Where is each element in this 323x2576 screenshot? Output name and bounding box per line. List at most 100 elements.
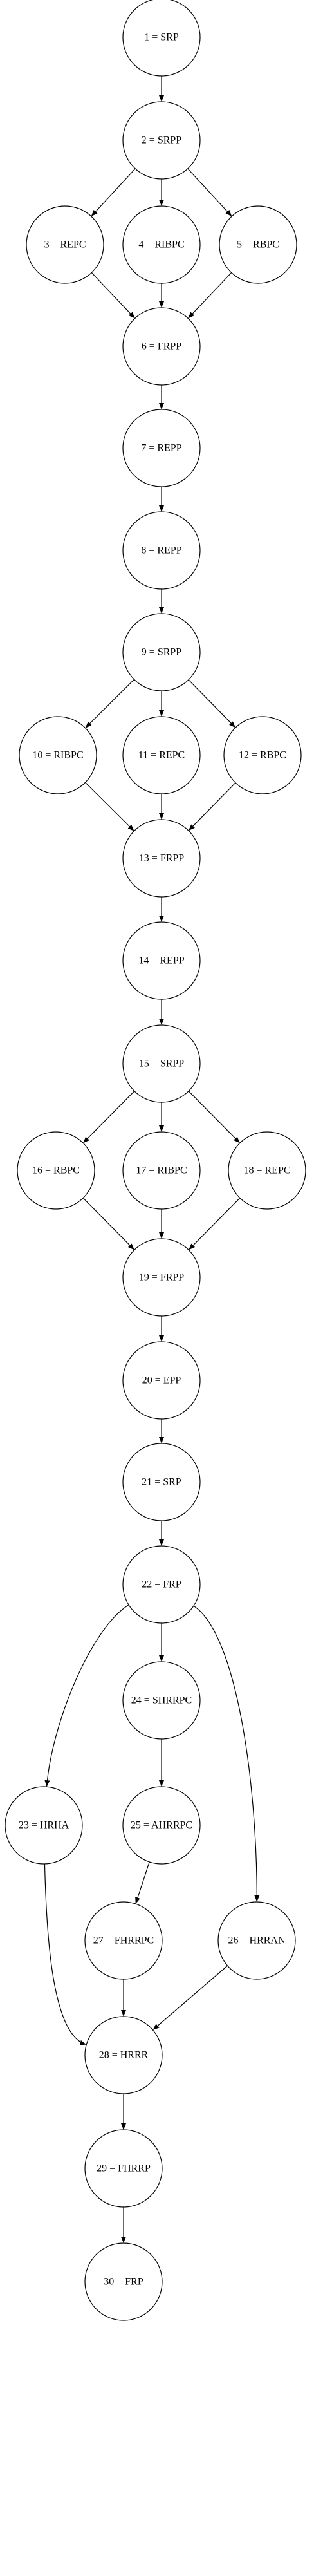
node-10: 10 = RIBPC (19, 716, 97, 794)
node-label: 15 = SRPP (139, 1058, 184, 1069)
node-circle (19, 716, 97, 794)
node-6: 6 = FRPP (122, 307, 201, 386)
node-label: 18 = REPC (243, 1165, 290, 1176)
node-label: 11 = REPC (138, 750, 185, 761)
node-circle (122, 1786, 201, 1865)
node-label: 26 = HRRAN (228, 1935, 285, 1946)
edge-2-to-5 (187, 168, 232, 216)
node-label: 24 = SHRRPC (131, 1695, 192, 1706)
node-label: 8 = REPP (141, 545, 181, 556)
edge-16-to-19 (82, 1198, 134, 1250)
edge-25-to-27 (135, 1861, 150, 1904)
node-7: 7 = REPP (122, 409, 201, 487)
node-circle (17, 1131, 95, 1210)
node-circle (122, 1443, 201, 1521)
node-circle (122, 0, 201, 77)
node-25: 25 = AHRRPC (122, 1786, 201, 1865)
node-circle (228, 1131, 306, 1210)
node-8: 8 = REPP (122, 511, 201, 590)
edge-22-to-26 (193, 1605, 260, 1902)
node-13: 13 = FRPP (122, 819, 201, 898)
node-27: 27 = FHRRPC (84, 1901, 163, 1980)
edge-26-to-28 (152, 1965, 228, 2030)
node-16: 16 = RBPC (17, 1131, 95, 1210)
node-circle (84, 2242, 163, 2321)
node-label: 6 = FRPP (142, 341, 181, 352)
node-label: 16 = RBPC (32, 1165, 80, 1176)
node-label: 5 = RBPC (237, 240, 279, 250)
node-19: 19 = FRPP (122, 1238, 201, 1317)
node-2: 2 = SRPP (122, 101, 201, 180)
edge-9-to-12 (188, 679, 235, 728)
node-label: 29 = FHRRP (97, 2163, 151, 2174)
node-15: 15 = SRPP (122, 1024, 201, 1103)
node-label: 13 = FRPP (139, 853, 184, 864)
node-circle (84, 2129, 163, 2208)
node-circle (219, 205, 297, 284)
node-3: 3 = REPC (26, 205, 104, 284)
node-circle (122, 409, 201, 487)
node-circle (122, 101, 201, 180)
node-label: 22 = FRP (142, 1579, 181, 1590)
node-label: 1 = SRP (144, 32, 179, 43)
node-circle (5, 1786, 83, 1865)
node-label: 20 = EPP (142, 1375, 181, 1386)
node-circle (122, 205, 201, 284)
nodes-layer: 1 = SRP 2 = SRPP 3 = REPC 4 = RIBPC 5 = RBPC… (5, 0, 306, 2321)
edge-12-to-13 (189, 782, 236, 831)
edge-22-to-23 (44, 1604, 129, 1787)
node-circle (122, 716, 201, 794)
node-circle (122, 819, 201, 898)
node-22: 22 = FRP (122, 1545, 201, 1624)
edge-15-to-18 (188, 1091, 240, 1143)
node-circle (26, 205, 104, 284)
node-label: 3 = REPC (44, 240, 86, 250)
node-label: 21 = SRP (142, 1477, 181, 1488)
node-label: 17 = RIBPC (136, 1165, 187, 1176)
node-label: 4 = RIBPC (138, 240, 184, 250)
node-20: 20 = EPP (122, 1341, 201, 1420)
node-circle (122, 1661, 201, 1740)
node-circle (122, 511, 201, 590)
node-circle (223, 716, 302, 794)
node-circle (122, 1545, 201, 1624)
edge-10-to-13 (85, 782, 134, 831)
edge-9-to-10 (85, 679, 134, 728)
node-label: 14 = REPP (138, 955, 184, 966)
node-17: 17 = RIBPC (122, 1131, 201, 1210)
node-28: 28 = HRRR (84, 2016, 163, 2094)
node-label: 9 = SRPP (142, 647, 181, 658)
edge-23-to-28 (44, 1863, 87, 2045)
node-circle (122, 307, 201, 386)
node-label: 2 = SRPP (142, 135, 181, 146)
node-label: 27 = FHRRPC (93, 1935, 154, 1946)
edge-5-to-6 (188, 272, 232, 319)
node-circle (122, 613, 201, 691)
node-label: 28 = HRRR (99, 2050, 149, 2061)
node-label: 23 = HRHA (19, 1820, 69, 1831)
edge-3-to-6 (91, 272, 135, 319)
node-label: 19 = FRPP (139, 1272, 184, 1283)
node-26: 26 = HRRAN (217, 1901, 296, 1980)
node-30: 30 = FRP (84, 2242, 163, 2321)
edge-2-to-3 (91, 168, 136, 216)
node-5: 5 = RBPC (219, 205, 297, 284)
node-9: 9 = SRPP (122, 613, 201, 691)
node-14: 14 = REPP (122, 921, 201, 1000)
node-circle (122, 921, 201, 1000)
edge-18-to-19 (189, 1198, 241, 1250)
node-circle (84, 2016, 163, 2094)
node-29: 29 = FHRRP (84, 2129, 163, 2208)
node-circle (217, 1901, 296, 1980)
node-circle (122, 1131, 201, 1210)
node-label: 25 = AHRRPC (131, 1820, 192, 1831)
node-circle (122, 1341, 201, 1420)
node-4: 4 = RIBPC (122, 205, 201, 284)
node-circle (122, 1024, 201, 1103)
node-circle (84, 1901, 163, 1980)
node-11: 11 = REPC (122, 716, 201, 794)
node-circle (122, 1238, 201, 1317)
node-1: 1 = SRP (122, 0, 201, 77)
node-21: 21 = SRP (122, 1443, 201, 1521)
